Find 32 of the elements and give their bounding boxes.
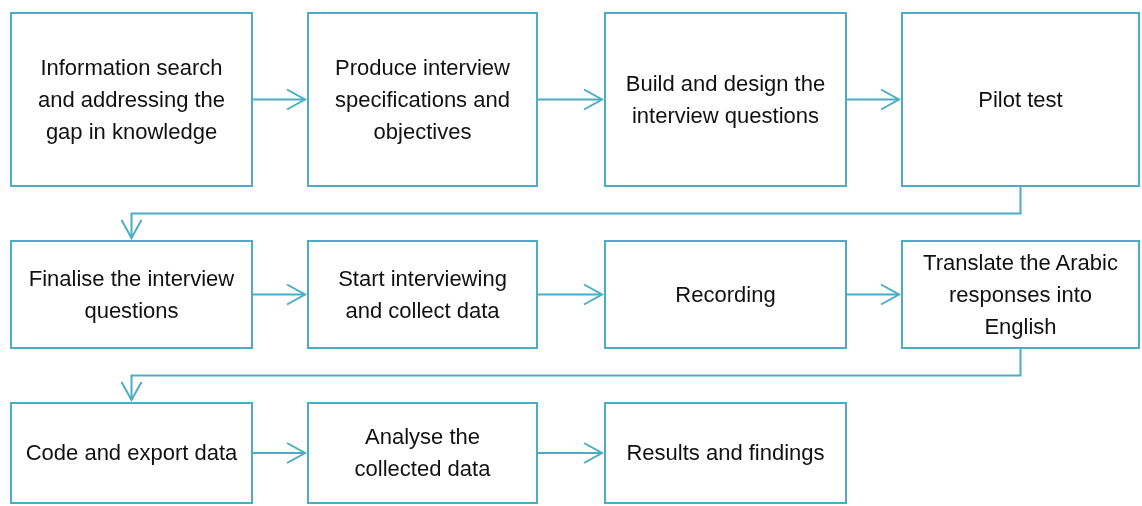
process-box <box>901 12 1140 187</box>
step-label: Code and export data <box>25 439 238 467</box>
step-label: Analyse the collected data <box>353 423 492 483</box>
arrow <box>537 442 603 464</box>
step-label: Translate the Arabic responses into English <box>922 248 1119 341</box>
process-box <box>10 12 253 187</box>
process-box <box>901 240 1140 349</box>
arrow <box>846 283 900 306</box>
process-box <box>307 402 538 504</box>
arrow <box>252 442 306 464</box>
arrow <box>537 88 603 111</box>
step-label: Start interviewing and collect data <box>337 264 508 325</box>
process-box <box>604 240 847 349</box>
process-box <box>10 240 253 349</box>
arrow <box>252 88 306 111</box>
process-box <box>604 402 847 504</box>
process-box <box>10 402 253 504</box>
arrow <box>120 348 1022 401</box>
arrow <box>537 283 603 306</box>
step-label: Finalise the interview questions <box>27 264 236 325</box>
step-label: Pilot test <box>978 85 1063 114</box>
process-box <box>307 240 538 349</box>
process-box <box>307 12 538 187</box>
step-label: Results and findings <box>626 439 825 467</box>
step-label: Recording <box>675 280 776 309</box>
arrow <box>252 283 306 306</box>
arrow <box>846 88 900 111</box>
step-label: Information search and addressing the gap in knowledge <box>36 53 227 146</box>
arrow <box>120 186 1022 239</box>
process-box <box>604 12 847 187</box>
step-label: Build and design the interview questions <box>624 69 827 130</box>
step-label: Produce interview specifications and objectives <box>334 53 511 146</box>
